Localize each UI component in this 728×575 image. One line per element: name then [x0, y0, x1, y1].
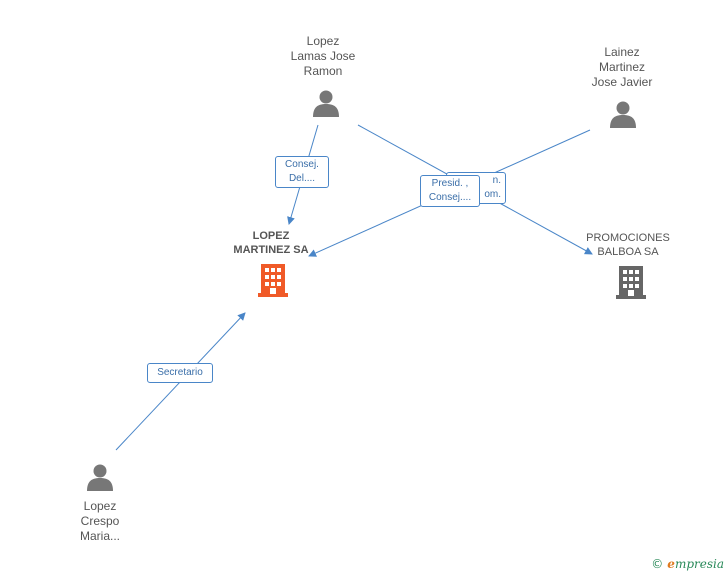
edge-label-line: Presid. ,	[431, 178, 469, 189]
node-label-line: Maria...	[79, 529, 120, 543]
node-label-line: Martinez	[598, 60, 645, 74]
node-label-line: Ramon	[303, 64, 343, 78]
edge-label-line: Consej.	[285, 159, 319, 170]
edge-label-line: n.	[492, 175, 501, 186]
node-label-lopez-lamas[interactable]: Lopez Lamas Jose Ramon	[278, 34, 368, 79]
node-label-line: Lainez	[604, 45, 640, 59]
edge-label-secretario[interactable]: Secretario	[147, 363, 213, 383]
copyright-symbol: ©	[651, 557, 664, 571]
brand-watermark: ©empresia	[651, 557, 724, 571]
building-icon[interactable]	[616, 266, 646, 299]
edge-label-consej-del[interactable]: Consej. Del....	[275, 156, 329, 188]
person-icon[interactable]	[610, 101, 636, 129]
node-label-line: BALBOA SA	[597, 246, 659, 258]
node-label-line: Lopez	[83, 499, 117, 513]
edge-label-line: om.	[484, 189, 501, 200]
person-icon[interactable]	[87, 464, 113, 492]
node-label-promociones-balboa[interactable]: PROMOCIONES BALBOA SA	[578, 231, 678, 259]
node-label-line: MARTINEZ SA	[233, 244, 309, 256]
node-label-lainez-martinez[interactable]: Lainez Martinez Jose Javier	[577, 45, 667, 90]
edge-label-line: Consej....	[428, 192, 472, 203]
edge-label-presid-consej[interactable]: Presid. , Consej....	[420, 175, 480, 207]
brand-logo-initial: e	[667, 557, 675, 571]
edge-label-line: Secretario	[157, 367, 203, 378]
node-label-lopez-crespo[interactable]: Lopez Crespo Maria...	[55, 499, 145, 544]
brand-logo-text: mpresia	[674, 557, 724, 571]
node-label-line: Crespo	[80, 514, 120, 528]
node-label-line: Lopez	[306, 34, 340, 48]
building-icon[interactable]	[258, 264, 288, 297]
node-label-line: Jose Javier	[591, 75, 653, 89]
node-label-line: LOPEZ	[252, 230, 290, 242]
node-label-line: PROMOCIONES	[586, 232, 670, 244]
node-label-lopez-martinez-sa[interactable]: LOPEZ MARTINEZ SA	[221, 229, 321, 257]
edge-label-line: Del....	[288, 173, 316, 184]
node-label-line: Lamas Jose	[290, 49, 356, 63]
person-icon[interactable]	[313, 90, 339, 118]
